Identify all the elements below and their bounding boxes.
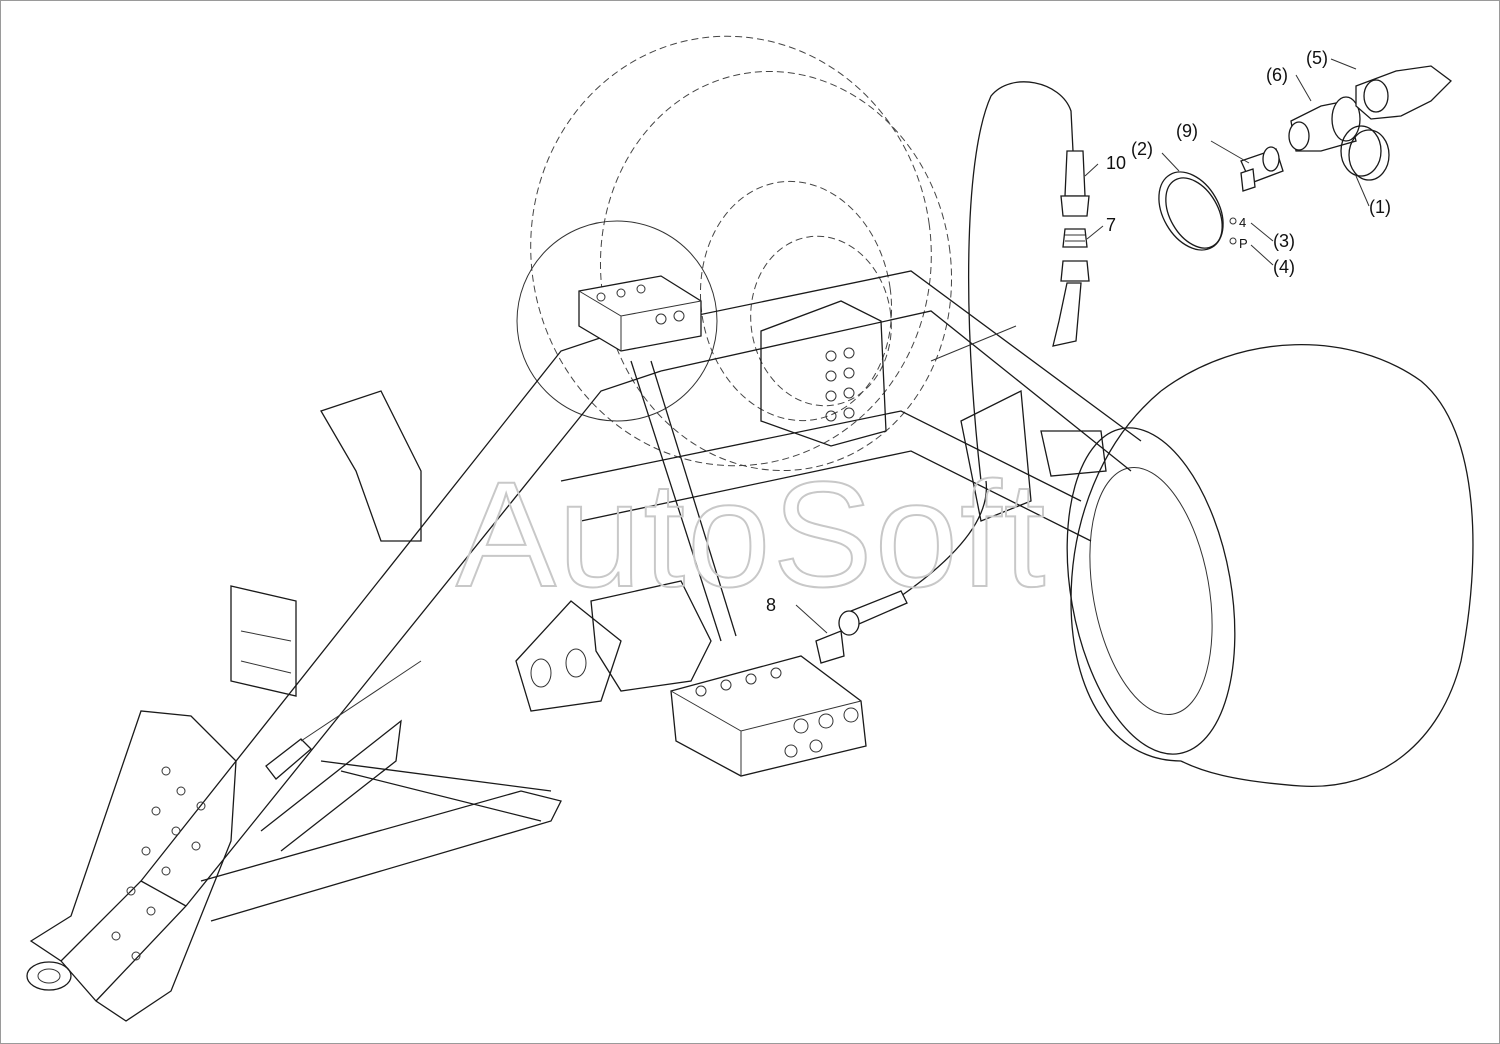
ring-marks: 4 P — [1229, 215, 1248, 251]
chassis-frame — [26, 270, 1142, 1022]
valve-block-small — [578, 275, 702, 352]
hose-nut-fitting — [1052, 260, 1090, 347]
valve-block-main — [670, 630, 867, 777]
callout-4: (4) — [1273, 257, 1295, 277]
leader-lines — [795, 58, 1370, 634]
wheel-left-top — [530, 35, 953, 472]
detail-circle — [516, 220, 718, 422]
callout-9: (9) — [1176, 121, 1198, 141]
hydraulic-hose — [968, 81, 1074, 482]
callout-1: (1) — [1369, 197, 1391, 217]
clamp-ring-2 — [1158, 171, 1224, 251]
hose-end-lower — [838, 590, 908, 636]
ring-mark-b: P — [1239, 236, 1248, 251]
quick-coupler-6 — [1288, 96, 1361, 152]
elbow-fitting-8 — [815, 630, 845, 664]
ring-mark-a: 4 — [1239, 215, 1246, 230]
dust-cap-5 — [1355, 65, 1452, 120]
hydraulic-hose-lower — [900, 480, 988, 597]
callout-7: 7 — [1106, 215, 1116, 235]
wheel-right — [1066, 344, 1474, 787]
bracket-holes — [825, 347, 855, 422]
tee-fitting-9 — [1240, 146, 1284, 192]
o-rings-1 — [1340, 125, 1390, 181]
callout-10: 10 — [1106, 153, 1126, 173]
towing-eye — [26, 961, 72, 991]
watermark: AutoSoft — [456, 450, 1047, 618]
callout-3: (3) — [1273, 231, 1295, 251]
adapter-nipple-7 — [1062, 228, 1088, 248]
drawbar-holes — [111, 766, 206, 961]
callout-6: (6) — [1266, 65, 1288, 85]
callout-5: (5) — [1306, 48, 1328, 68]
callout-8: 8 — [766, 595, 776, 615]
hose-end-fitting-10 — [1060, 150, 1090, 217]
callout-2: (2) — [1131, 139, 1153, 159]
